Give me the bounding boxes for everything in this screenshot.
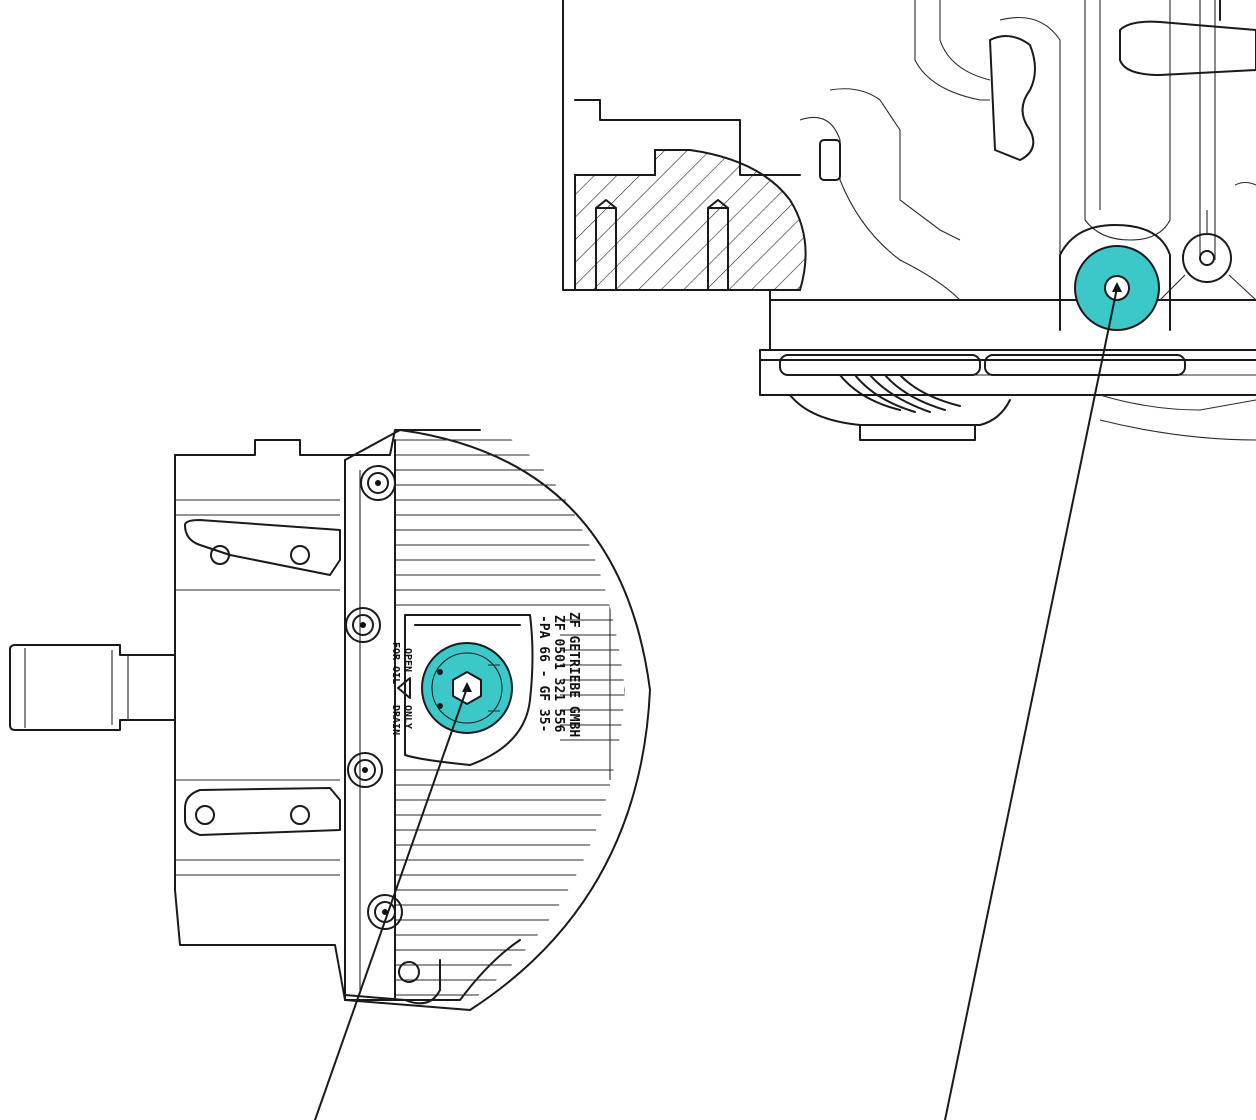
plug-open-text: OPEN: [402, 648, 413, 672]
gearbox-side-view: [562, 0, 1256, 441]
plug-only-text: ONLY: [402, 705, 413, 729]
plug-for-oil-text: FOR OIL: [390, 642, 401, 684]
cover-bolt: [345, 607, 381, 643]
plate-line-3: -PA 66 - GF 35-: [536, 615, 551, 732]
plate-line-1: ZF GETRIEBE GMBH: [566, 612, 581, 737]
cover-bolt: [360, 465, 396, 501]
leader-line-left: [314, 687, 468, 1120]
plate-line-2: ZF 0501 321 556: [551, 615, 566, 733]
cover-bolt: [347, 752, 383, 788]
gearbox-bottom-view: ZF GETRIEBE GMBH ZF 0501 321 556 -PA 66 …: [9, 429, 651, 1011]
leader-line-right: [944, 287, 1118, 1120]
plug-drain-text: DRAIN: [390, 705, 401, 735]
leader-lines: [314, 287, 1118, 1120]
